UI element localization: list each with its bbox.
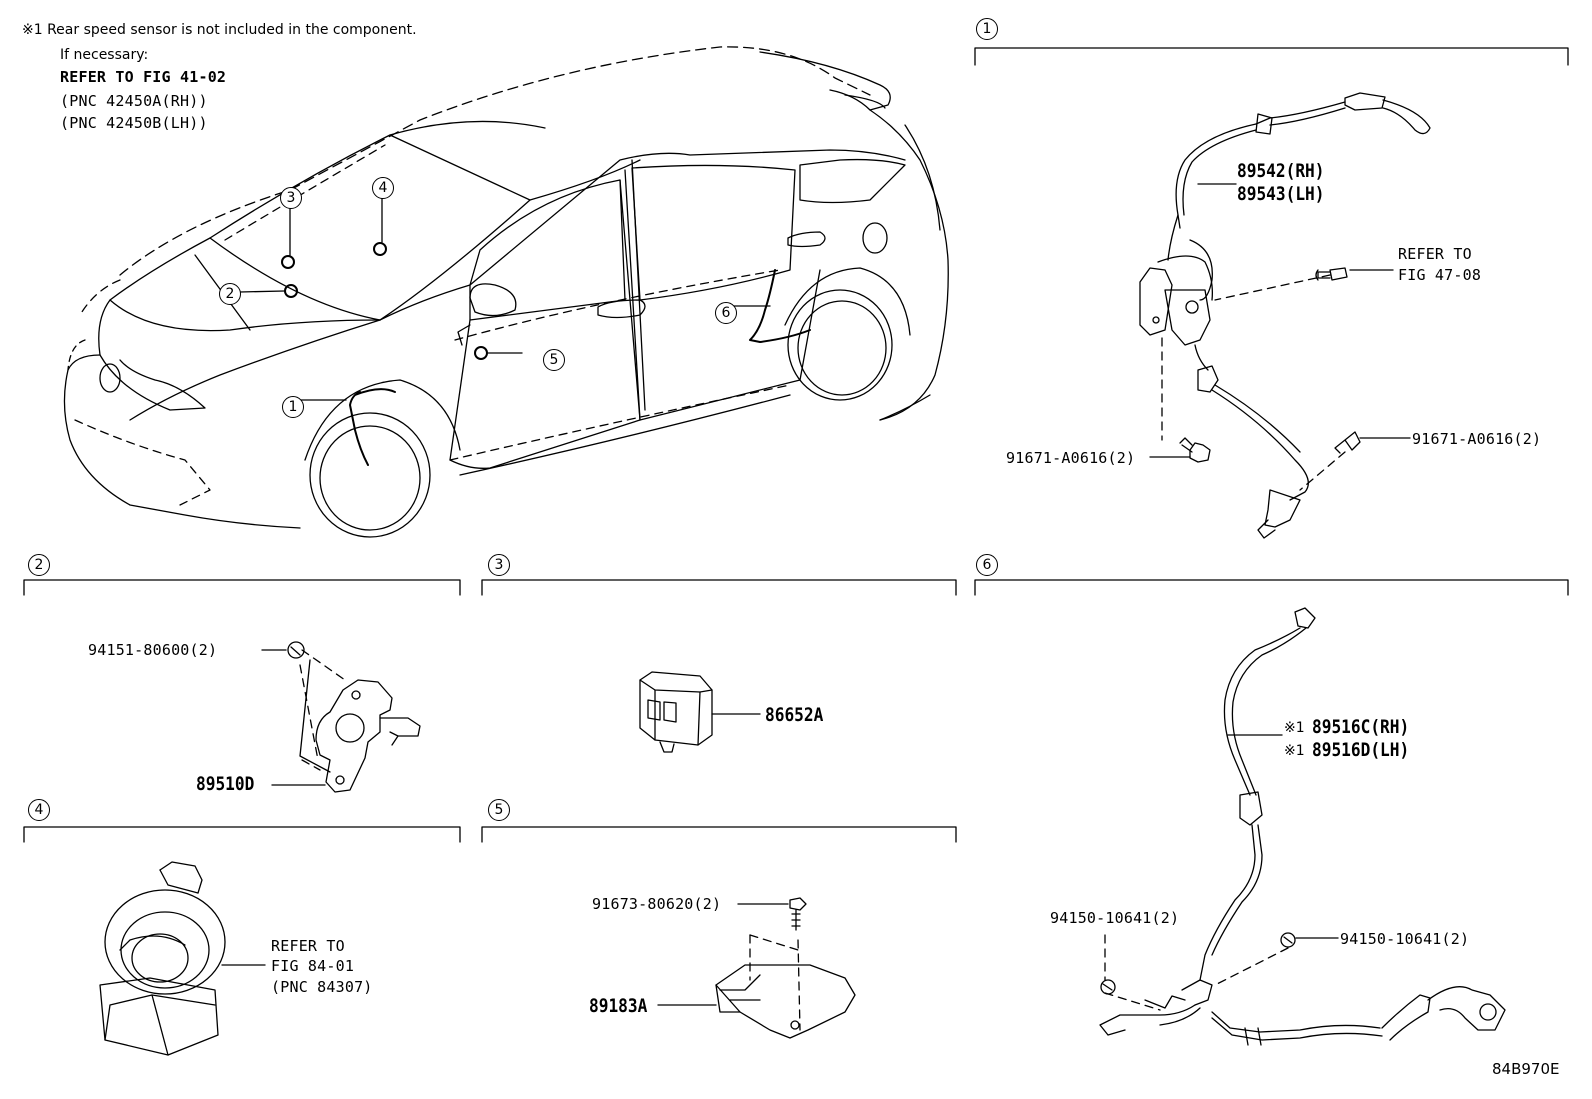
figure-id: 84B970E — [1492, 1060, 1560, 1078]
front-speed-sensor-drawing — [1139, 92, 1431, 539]
part-label-89183A: 89183A — [589, 995, 648, 1017]
rear-sensor-harness-drawing — [1099, 607, 1506, 1046]
part-label-86652A: 86652A — [765, 704, 824, 726]
refer-fig-47-08-line2: FIG 47-08 — [1398, 266, 1482, 284]
control-module-drawing — [639, 671, 761, 753]
part-label-89543: 89543(LH) — [1237, 183, 1325, 205]
callout-2: 2 — [219, 283, 241, 305]
callout-6: 6 — [715, 302, 737, 324]
refer-pnc-84307: (PNC 84307) — [271, 978, 373, 996]
note-mark-rh: ※1 — [1284, 720, 1305, 736]
vehicle-illustration — [63, 46, 949, 538]
callout-3: 3 — [280, 187, 302, 209]
nut-label-left: 94150-10641(2) — [1050, 909, 1180, 927]
section-1-header: 1 — [976, 18, 998, 40]
refer-fig-84-01-line1: REFER TO — [271, 937, 345, 955]
section-3-header: 3 — [488, 554, 510, 576]
bolt-label-91673: 91673-80620(2) — [592, 895, 722, 913]
part-label-89516D: 89516D(LH) — [1312, 739, 1410, 761]
part-label-89516C: 89516C(RH) — [1312, 716, 1410, 738]
note-pnc-lh: (PNC 42450B(LH)) — [60, 114, 208, 132]
section-6-header: 6 — [976, 554, 998, 576]
occupant-sensor-drawing — [657, 897, 856, 1039]
note-refer-fig: REFER TO FIG 41-02 — [60, 68, 227, 86]
bolt-label-right: 91671-A0616(2) — [1412, 430, 1542, 448]
nut-label-94151: 94151-80600(2) — [88, 641, 218, 659]
bolt-label-left: 91671-A0616(2) — [1006, 449, 1136, 467]
section-2-header: 2 — [28, 554, 50, 576]
note-pnc-rh: (PNC 42450A(RH)) — [60, 92, 208, 110]
callout-4: 4 — [372, 177, 394, 199]
callout-1: 1 — [282, 396, 304, 418]
steering-sensor-drawing — [99, 861, 266, 1056]
section-4-header: 4 — [28, 799, 50, 821]
part-label-89542: 89542(RH) — [1237, 160, 1325, 182]
refer-fig-47-08-line1: REFER TO — [1398, 245, 1472, 263]
note-rear-sensor: ※1 Rear speed sensor is not included in … — [22, 22, 417, 38]
section-frames — [23, 47, 1569, 843]
nut-label-right: 94150-10641(2) — [1340, 930, 1470, 948]
section-5-header: 5 — [488, 799, 510, 821]
note-mark-lh: ※1 — [1284, 743, 1305, 759]
part-label-89510D: 89510D — [196, 773, 255, 795]
yaw-rate-sensor-drawing — [261, 641, 421, 793]
refer-fig-84-01-line2: FIG 84-01 — [271, 957, 355, 975]
callout-5: 5 — [543, 349, 565, 371]
note-if-necessary: If necessary: — [60, 47, 149, 63]
